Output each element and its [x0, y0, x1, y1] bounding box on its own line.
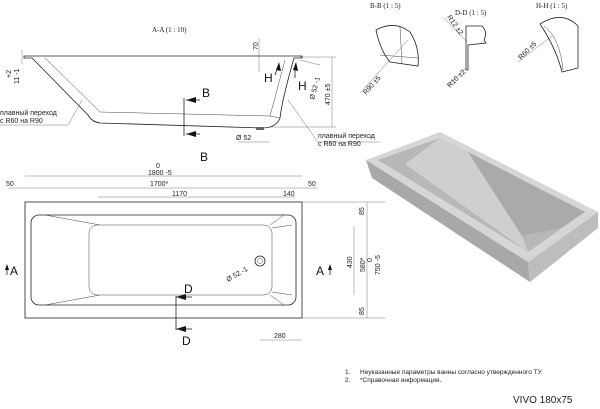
transition-note-right-line1: плавный переход: [318, 132, 375, 140]
bathtub-outer-rim: [24, 201, 303, 319]
section-d-label-bottom: D: [182, 334, 191, 348]
dim-d52-rim: Ø 52 -1: [309, 76, 322, 100]
detail-hh: H-H (1 : 5) R60 ±5: [517, 2, 579, 73]
top-view: 0 1800 -5 50 1700* 50 1170 140 280 85 85…: [5, 163, 385, 348]
section-h-left-label: H: [264, 71, 273, 85]
transition-note-right-line2: с R60 на R90: [318, 141, 361, 148]
section-aa-title: A-A (1 : 10): [152, 26, 187, 34]
dim-750: 750 -5: [375, 255, 382, 275]
dim-1800: 1800 -5: [148, 170, 172, 177]
dim-11-tol: +2: [6, 70, 13, 78]
detail-bb-radius: R90 ±5: [362, 75, 382, 96]
bathtub-section-inner: [44, 57, 286, 117]
drain-hole: [254, 255, 266, 267]
bathtub-3d-render: [366, 132, 598, 282]
notes: 1. Неуказанные параметры ванны согласно …: [345, 369, 573, 406]
note-2-text: *Справочная информация.: [360, 377, 441, 384]
dim-140: 140: [283, 191, 295, 198]
bathtub-basin-floor: [88, 224, 273, 296]
note-1-number: 1.: [345, 369, 351, 376]
dim-430: 430: [347, 256, 354, 268]
transition-note-left-line1: плавный переход: [0, 109, 57, 117]
model-name: VIVO 180x75: [513, 395, 573, 406]
dim-470: 470 ±5: [325, 84, 332, 105]
dim-50-right: 50: [308, 181, 316, 188]
drain-outlet: [256, 127, 264, 130]
dim-750-tol: 0: [367, 258, 374, 262]
section-a-label-left: A: [10, 264, 18, 278]
section-aa: A-A (1 : 10) 70 11 -1 +2 470 ±5 Ø 52 -1 …: [0, 26, 380, 164]
bathtub-section-outline: [23, 55, 303, 129]
dim-85-bottom: 85: [359, 307, 366, 315]
dim-d52-bottom: Ø 52: [236, 135, 251, 142]
note-1-text: Неуказанные параметры ванны согласно утв…: [360, 369, 543, 376]
section-b-label-bottom: B: [200, 150, 208, 164]
dim-11: 11 -1: [14, 68, 21, 84]
transition-note-left-line2: с R60 на R90: [0, 118, 43, 125]
detail-dd: D-D (1 : 5) R12 ±2 R10 ±2: [443, 9, 487, 89]
section-b-label-top: B: [202, 86, 210, 100]
detail-dd-radius-top: R12 ±2: [445, 14, 464, 37]
dim-1170: 1170: [172, 191, 187, 198]
dim-85-top: 85: [359, 207, 366, 215]
detail-bb: B-B (1 : 5) R90 ±5: [359, 2, 419, 96]
dim-drain: Ø 52 -1: [226, 266, 250, 284]
bathtub-inner-rim: [30, 214, 297, 306]
dim-580: 580*: [360, 257, 367, 272]
dim-70: 70: [253, 42, 260, 50]
detail-bb-title: B-B (1 : 5): [370, 2, 401, 10]
dim-50-left: 50: [6, 181, 14, 188]
detail-hh-title: H-H (1 : 5): [536, 2, 568, 10]
dim-280: 280: [274, 333, 286, 340]
detail-hh-radius: R60 ±5: [517, 40, 538, 61]
section-d-label-top: D: [184, 282, 193, 296]
section-a-label-right: A: [316, 264, 324, 278]
dim-1800-tol: 0: [156, 163, 160, 170]
detail-dd-radius-bottom: R10 ±2: [446, 68, 467, 89]
dim-1700: 1700*: [150, 181, 169, 188]
section-h-right-label: H: [298, 79, 307, 93]
note-2-number: 2.: [345, 377, 351, 384]
detail-dd-title: D-D (1 : 5): [455, 9, 487, 17]
